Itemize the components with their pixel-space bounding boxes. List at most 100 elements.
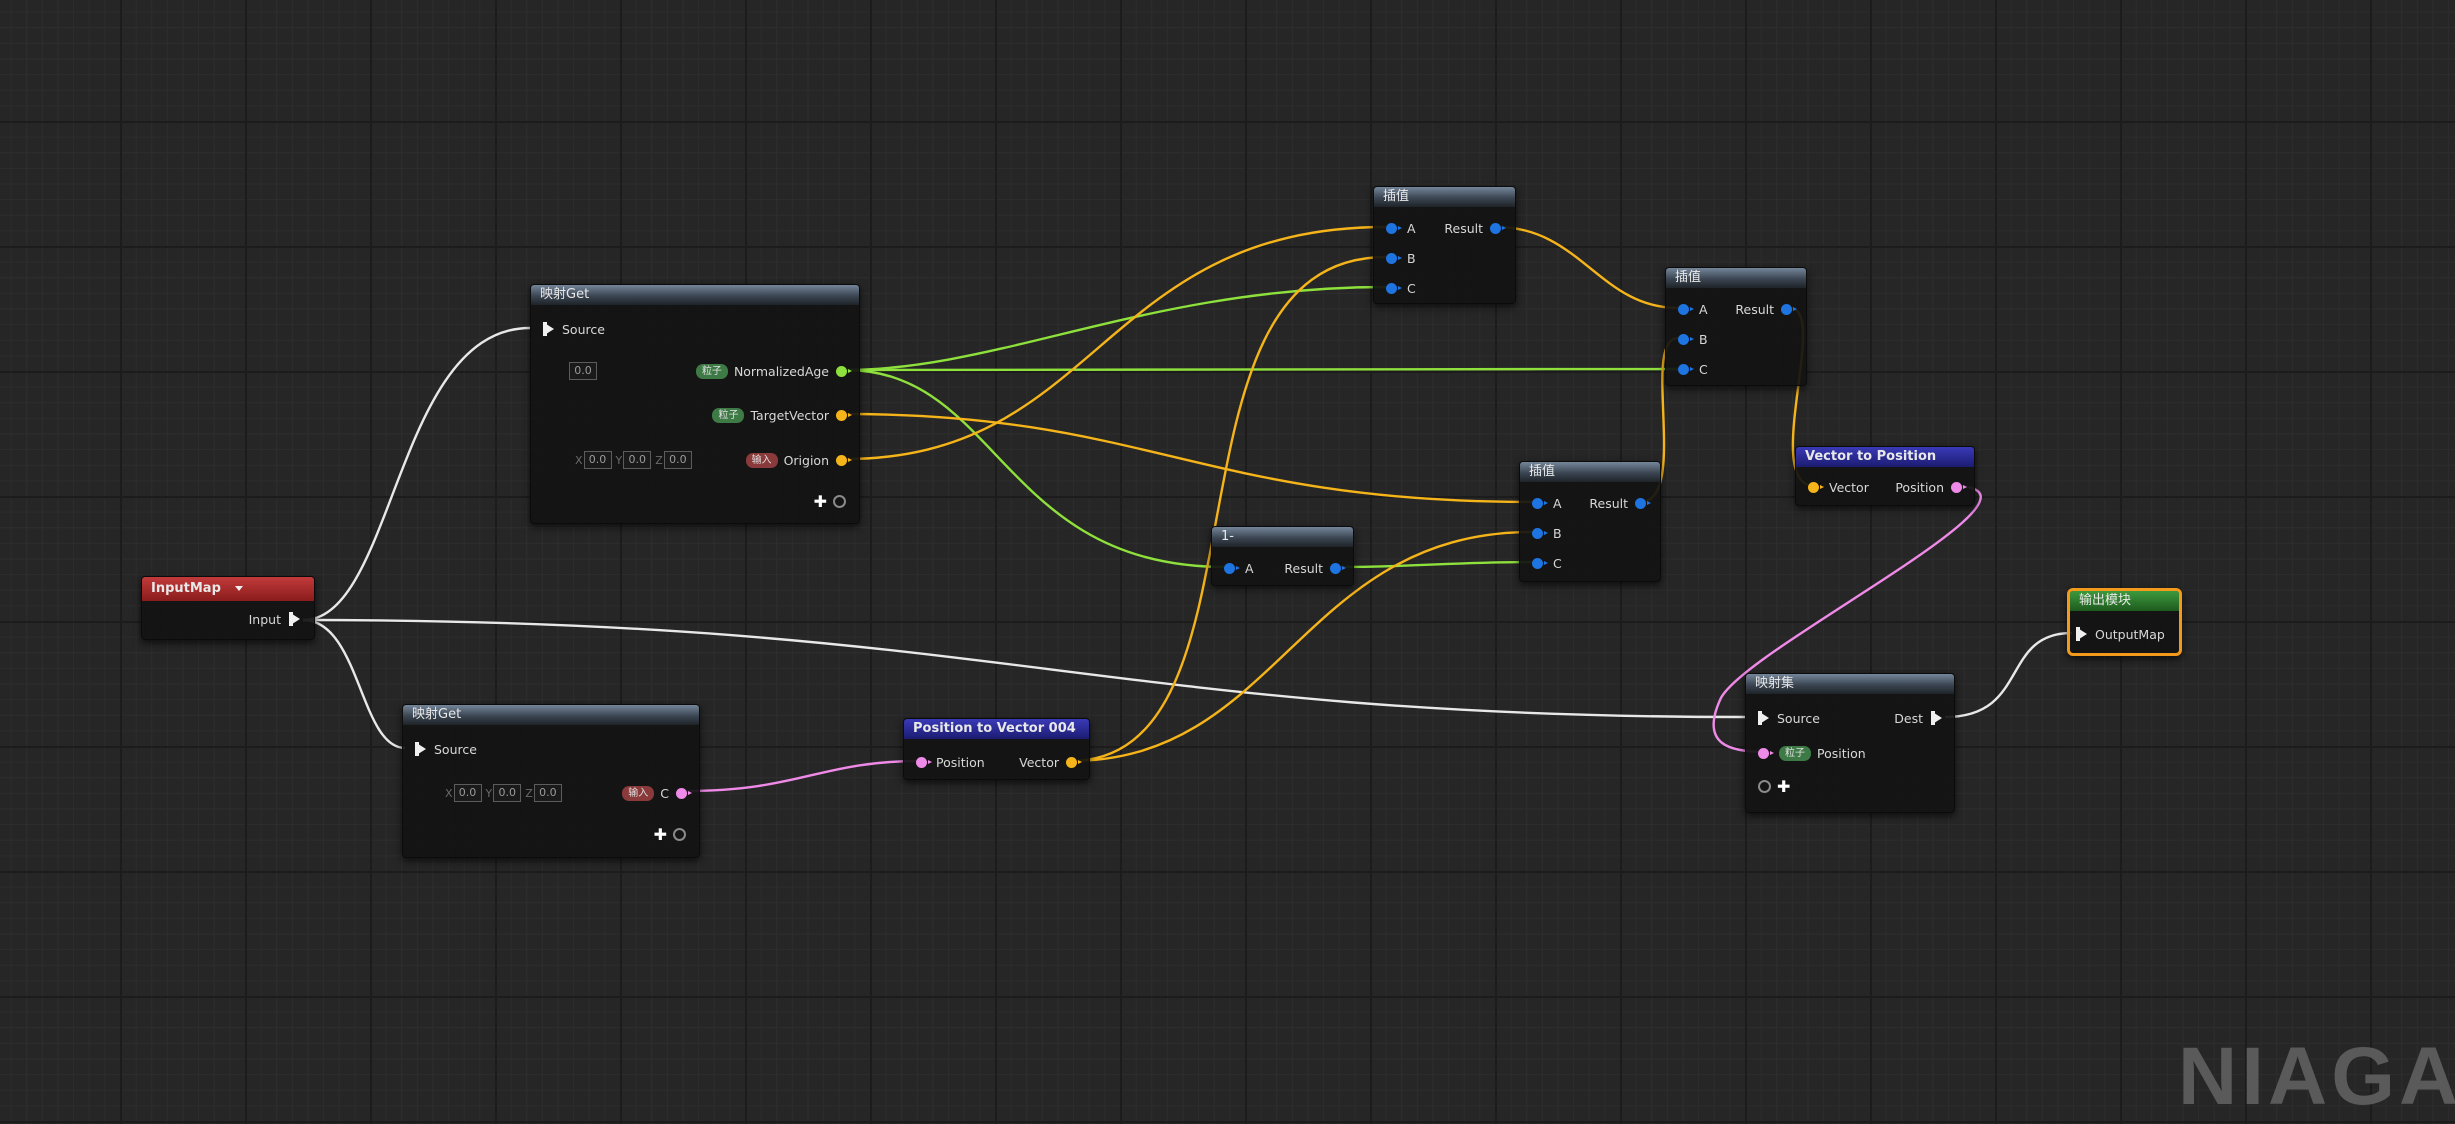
add-pin-icon[interactable]: ✚ [653, 825, 667, 844]
add-pin-ring-icon[interactable] [833, 495, 846, 508]
exec-output-pin[interactable] [289, 612, 300, 626]
wire-origin-to-lerp-top-a [844, 225, 1387, 461]
b-input-pin[interactable] [1532, 527, 1548, 539]
lerp-right-header: 插值 [1666, 268, 1806, 288]
b-label: B [1699, 331, 1708, 347]
wire-input-to-mapget2 [302, 618, 406, 750]
normalized-age-label: NormalizedAge [733, 363, 829, 379]
particle-tag: 粒子 [1779, 745, 1811, 761]
y-axis-label: Y [485, 786, 493, 800]
origin-label: Origion [783, 452, 829, 468]
map-set-node[interactable]: 映射集 Source Dest 粒子 Position ✚ [1745, 673, 1955, 813]
map-set-title: 映射集 [1755, 676, 1795, 691]
position-input-pin[interactable] [916, 756, 932, 768]
x-axis-label: X [445, 786, 453, 800]
one-minus-node[interactable]: 1- A Result [1211, 526, 1354, 586]
exec-input-pin[interactable] [1758, 711, 1769, 725]
wire-lerp-top-to-lerp-right-a [1496, 225, 1679, 310]
z-axis-label: Z [525, 786, 533, 800]
inputmap-node[interactable]: InputMap Input [141, 576, 315, 640]
lerp-mid-header: 插值 [1520, 462, 1660, 482]
add-pin-icon[interactable]: ✚ [1777, 777, 1791, 796]
origin-pin[interactable] [836, 454, 852, 466]
lerp-node-mid[interactable]: 插值 A B C Result [1519, 461, 1661, 582]
b-label: B [1553, 525, 1562, 541]
vector-input-pin[interactable] [1808, 481, 1824, 493]
exec-input-pin[interactable] [2076, 627, 2087, 641]
inputmap-header[interactable]: InputMap [142, 577, 314, 601]
particle-tag: 粒子 [712, 407, 745, 423]
wire-vec-to-lerp-top-b [1069, 255, 1387, 763]
position-input-label: Position [936, 754, 985, 770]
c-y-field[interactable]: 0.0 [493, 784, 522, 802]
c-label: C [1553, 555, 1562, 571]
output-map-label: OutputMap [2095, 626, 2165, 642]
output-module-node[interactable]: 输出模块 OutputMap [2067, 588, 2182, 656]
result-label: Result [1589, 495, 1628, 511]
lerp-node-right[interactable]: 插值 A B C Result [1665, 267, 1807, 386]
b-input-pin[interactable] [1678, 333, 1694, 345]
target-vector-pin[interactable] [836, 409, 852, 421]
position-label: Position [1817, 745, 1866, 761]
c-z-field[interactable]: 0.0 [533, 784, 562, 802]
position-input-pin[interactable] [1758, 747, 1774, 759]
lerp-node-top[interactable]: 插值 A B C Result [1373, 186, 1516, 304]
add-pin-ring-icon[interactable] [1758, 780, 1771, 793]
c-input-pin[interactable] [1678, 363, 1694, 375]
result-label: Result [1284, 560, 1323, 576]
exec-input-pin[interactable] [415, 742, 426, 756]
wire-vec-to-lerp-mid-b [1069, 530, 1533, 763]
a-label: A [1245, 560, 1254, 576]
default-value-field[interactable]: 0.0 [569, 362, 597, 380]
origin-z-field[interactable]: 0.0 [663, 451, 692, 469]
map-get-node-1[interactable]: 映射Get Source 0.0 粒子 NormalizedAge 粒子 Tar… [530, 284, 860, 524]
result-output-pin[interactable] [1635, 497, 1651, 509]
y-axis-label: Y [615, 453, 623, 467]
position-to-vector-node[interactable]: Position to Vector 004 Position Vector [903, 718, 1090, 780]
dest-label: Dest [1894, 710, 1923, 726]
vector-to-position-title: Vector to Position [1805, 449, 1937, 464]
a-input-pin[interactable] [1678, 303, 1694, 315]
map-get-1-title: 映射Get [540, 287, 590, 302]
vector-output-pin[interactable] [1066, 756, 1082, 768]
wire-mapset-to-output [1944, 631, 2073, 719]
normalized-age-pin[interactable] [836, 365, 852, 377]
b-input-pin[interactable] [1386, 252, 1402, 264]
c-input-pin[interactable] [1532, 557, 1548, 569]
inputmap-output-label: Input [248, 611, 281, 627]
result-label: Result [1444, 220, 1483, 236]
a-input-pin[interactable] [1532, 497, 1548, 509]
exec-input-pin[interactable] [543, 322, 554, 336]
inputmap-title: InputMap [151, 581, 221, 596]
map-get-2-title: 映射Get [412, 707, 462, 722]
c-x-field[interactable]: 0.0 [453, 784, 482, 802]
chevron-down-icon[interactable] [234, 586, 243, 591]
map-get-1-header: 映射Get [531, 285, 859, 305]
position-output-pin[interactable] [1951, 481, 1967, 493]
position-output-label: Position [1895, 479, 1944, 495]
input-tag: 输入 [622, 785, 655, 801]
source-label: Source [562, 321, 605, 337]
origin-y-field[interactable]: 0.0 [623, 451, 652, 469]
add-pin-icon[interactable]: ✚ [813, 492, 827, 511]
origin-x-field[interactable]: 0.0 [583, 451, 612, 469]
target-vector-label: TargetVector [750, 407, 829, 423]
result-output-pin[interactable] [1330, 562, 1346, 574]
result-output-pin[interactable] [1781, 303, 1797, 315]
result-output-pin[interactable] [1490, 222, 1506, 234]
vector-output-label: Vector [1019, 754, 1059, 770]
one-minus-header: 1- [1212, 527, 1353, 547]
input-tag: 输入 [745, 452, 778, 468]
a-input-pin[interactable] [1386, 222, 1402, 234]
wire-age-to-lerp-right-c [844, 367, 1679, 372]
lerp-top-header: 插值 [1374, 187, 1515, 207]
map-set-header: 映射集 [1746, 674, 1954, 694]
c-label: C [1699, 361, 1708, 377]
exec-output-pin[interactable] [1931, 711, 1942, 725]
c-output-pin[interactable] [676, 787, 692, 799]
vector-to-position-node[interactable]: Vector to Position Vector Position [1795, 446, 1975, 506]
c-input-pin[interactable] [1386, 282, 1402, 294]
a-input-pin[interactable] [1224, 562, 1240, 574]
add-pin-ring-icon[interactable] [673, 828, 686, 841]
